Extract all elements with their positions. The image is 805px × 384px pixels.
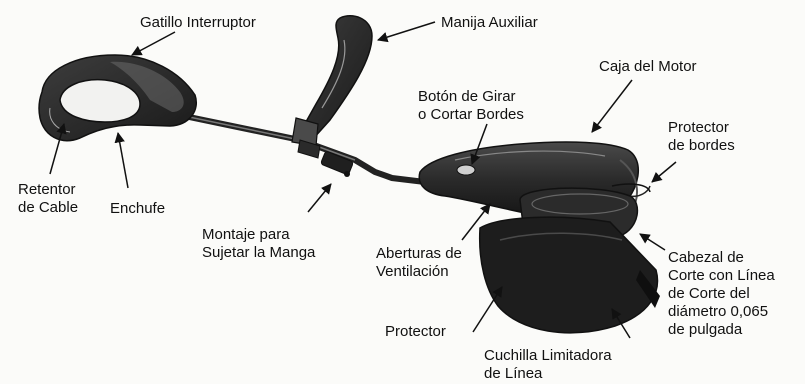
label-gatillo-interruptor: Gatillo Interruptor xyxy=(140,14,256,31)
label-cuchilla-limitadora: Cuchilla Limitadora de Línea xyxy=(484,347,612,382)
edge-guard xyxy=(611,183,651,193)
label-manija-auxiliar: Manija Auxiliar xyxy=(441,14,538,31)
label-caja-motor: Caja del Motor xyxy=(599,58,697,75)
label-montaje-manga: Montaje para Sujetar la Manga xyxy=(202,226,316,261)
sleeve-clamp xyxy=(320,151,354,177)
label-enchufe: Enchufe xyxy=(110,200,166,217)
label-cabezal-corte: Cabezal de Corte con Línea de Corte del … xyxy=(668,249,775,338)
auxiliary-handle xyxy=(291,15,373,159)
label-protector: Protector xyxy=(385,323,446,340)
label-retentor-cable: Retentor de Cable xyxy=(18,181,79,216)
label-boton-girar: Botón de Girar o Cortar Bordes xyxy=(418,88,524,123)
guard xyxy=(478,216,660,334)
label-aberturas-ventilacion: Aberturas de Ventilación xyxy=(376,245,462,280)
leader-arrows xyxy=(49,21,677,339)
rear-handle xyxy=(38,54,197,142)
label-protector-bordes: Protector de bordes xyxy=(668,119,735,154)
